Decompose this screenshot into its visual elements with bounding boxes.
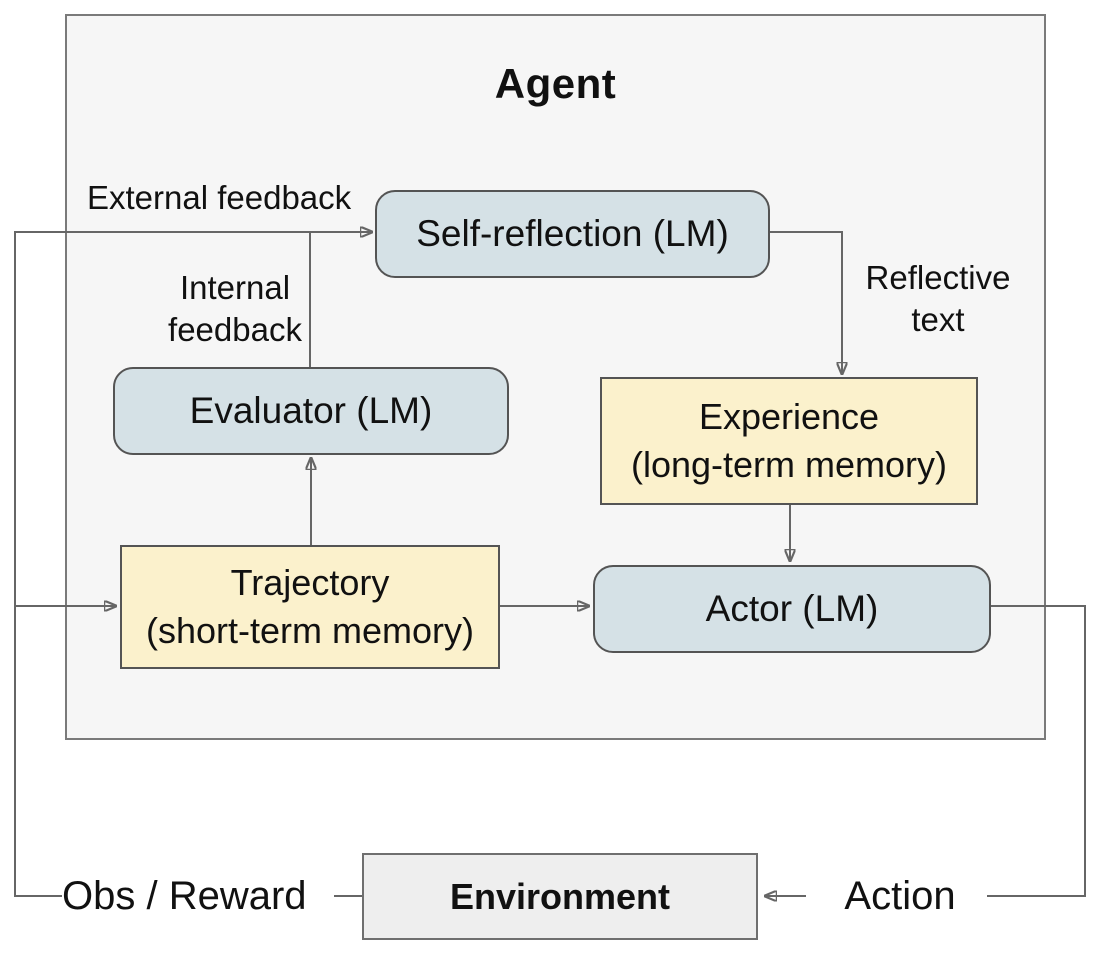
experience-label-line1: Experience bbox=[698, 396, 880, 437]
reflective-text-label: Reflective text bbox=[853, 257, 1023, 341]
environment-label: Environment bbox=[449, 875, 671, 917]
action-label: Action bbox=[844, 874, 956, 918]
trajectory-node: Trajectory (short-term memory) bbox=[120, 545, 500, 669]
trajectory-label-line1: Trajectory bbox=[230, 562, 390, 603]
internal-feedback-line1: Internal bbox=[179, 269, 291, 306]
actor-node: Actor (LM) bbox=[593, 565, 991, 653]
internal-feedback-label: Internal feedback bbox=[135, 267, 335, 351]
environment-node: Environment bbox=[362, 853, 758, 940]
evaluator-node: Evaluator (LM) bbox=[113, 367, 509, 455]
internal-feedback-line2: feedback bbox=[168, 311, 302, 348]
agent-title: Agent bbox=[494, 60, 617, 107]
reflective-text-line2: text bbox=[911, 301, 965, 338]
experience-label-line2: (long-term memory) bbox=[630, 444, 948, 485]
reflective-text-line1: Reflective bbox=[865, 259, 1011, 296]
self-reflection-node: Self-reflection (LM) bbox=[375, 190, 770, 278]
external-feedback-label: External feedback bbox=[87, 179, 352, 216]
actor-label: Actor (LM) bbox=[705, 588, 879, 629]
obs-reward-label: Obs / Reward bbox=[62, 874, 307, 918]
trajectory-label-line2: (short-term memory) bbox=[145, 610, 474, 651]
experience-node: Experience (long-term memory) bbox=[600, 377, 978, 505]
evaluator-label: Evaluator (LM) bbox=[189, 390, 433, 431]
self-reflection-label: Self-reflection (LM) bbox=[416, 213, 729, 254]
